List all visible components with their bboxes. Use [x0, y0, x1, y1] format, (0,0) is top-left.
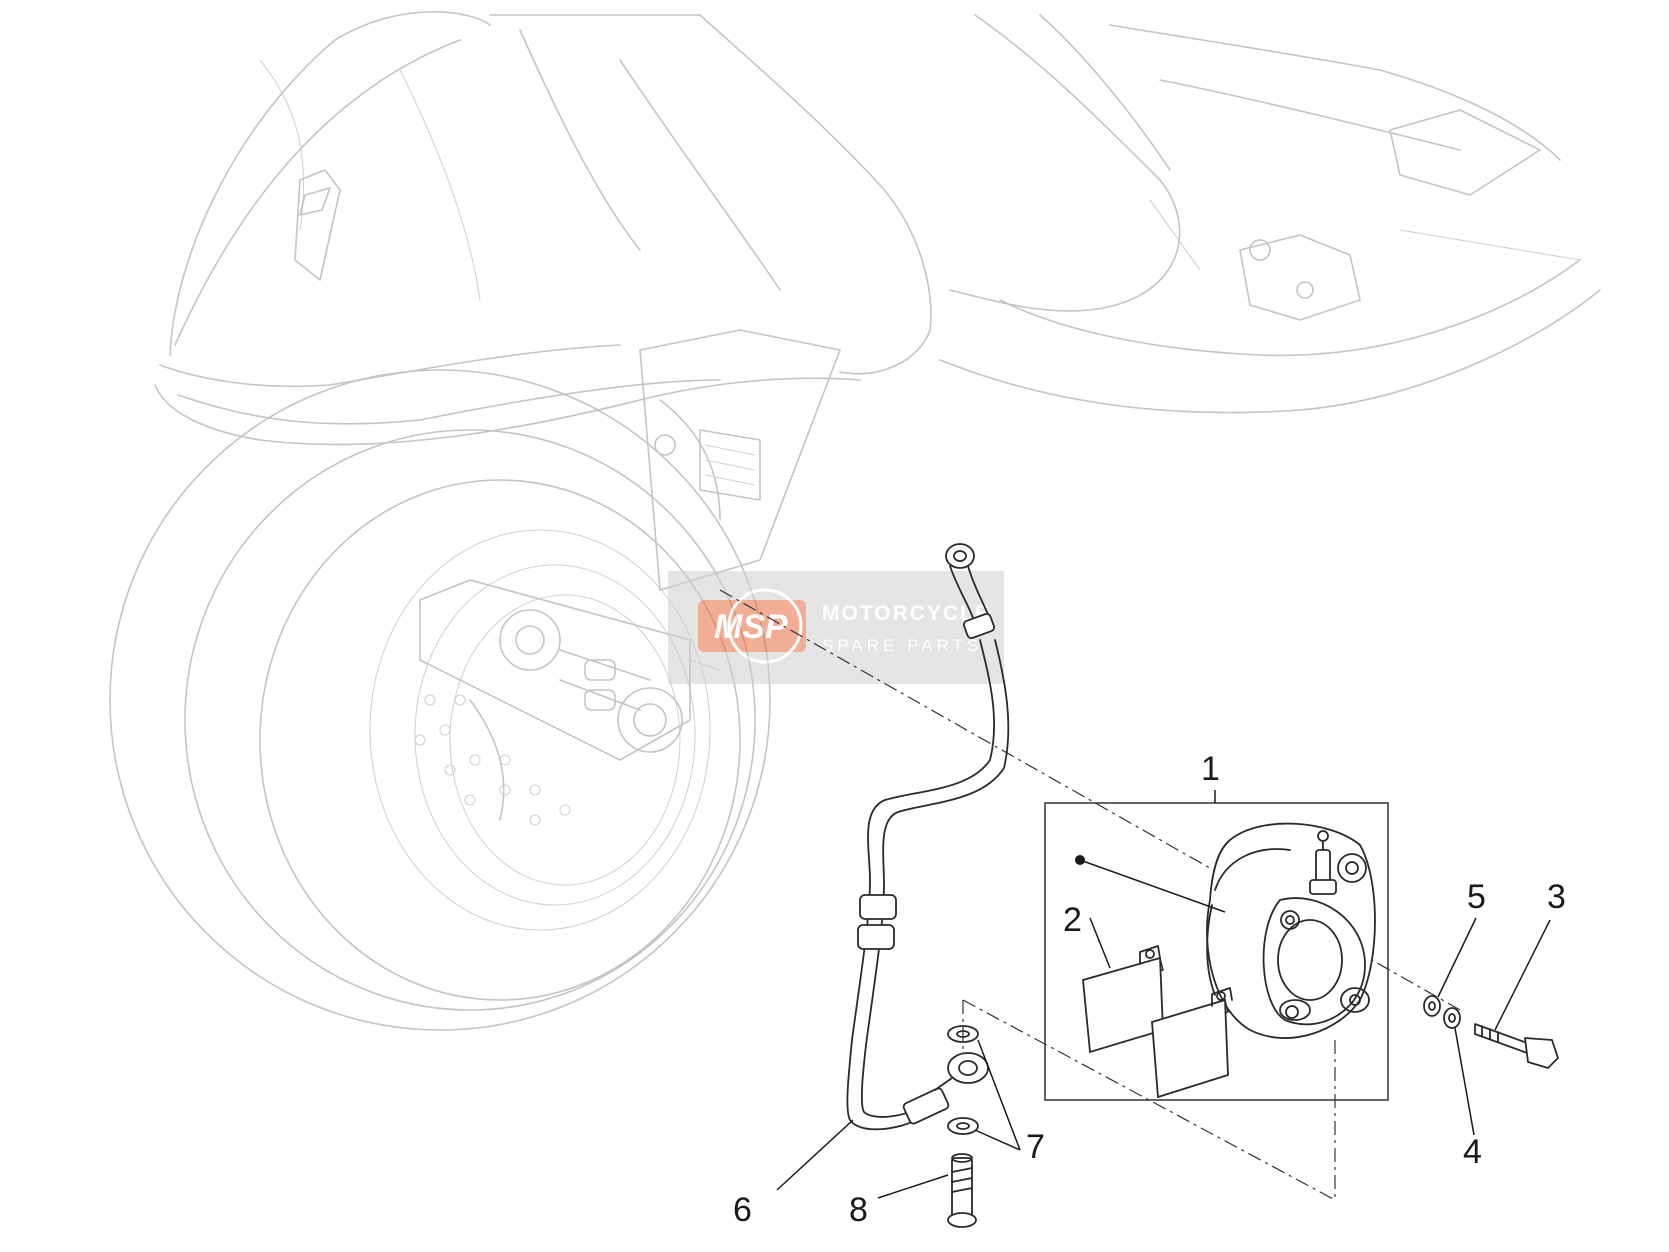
hose-washers — [947, 1025, 979, 1135]
banjo-bolt — [947, 1153, 977, 1228]
leader-lines — [776, 790, 1551, 1199]
watermark-line2: SPARE PARTS — [822, 636, 982, 655]
callout-2: 2 — [1063, 901, 1082, 939]
brake-hose — [846, 543, 1010, 1131]
caliper-bolt-set — [1423, 995, 1559, 1069]
callout-1: 1 — [1201, 750, 1220, 788]
washer-5 — [1423, 995, 1441, 1017]
bolt-3-head — [1524, 1037, 1559, 1069]
callout-3: 3 — [1547, 878, 1566, 916]
callout-6: 6 — [733, 1191, 752, 1229]
caliper-kit-box — [1044, 802, 1389, 1101]
washer-4 — [1443, 1007, 1461, 1029]
callout-8: 8 — [849, 1191, 868, 1229]
scooter-outline — [109, 11, 1601, 1031]
watermark-line1: MOTORCYCLE — [822, 602, 991, 625]
watermark-logo-text: MSP — [714, 608, 788, 646]
callout-4: 4 — [1463, 1133, 1482, 1171]
watermark: MSP MOTORCYCLE SPARE PARTS — [668, 571, 1004, 684]
callout-5: 5 — [1467, 878, 1486, 916]
brake-pads — [1082, 945, 1233, 1099]
callout-7: 7 — [1026, 1128, 1045, 1166]
bolt-3-shank — [1474, 1023, 1531, 1055]
brake-caliper — [1206, 822, 1376, 1039]
callout-labels: 1 2 3 4 5 6 7 8 — [733, 750, 1566, 1229]
